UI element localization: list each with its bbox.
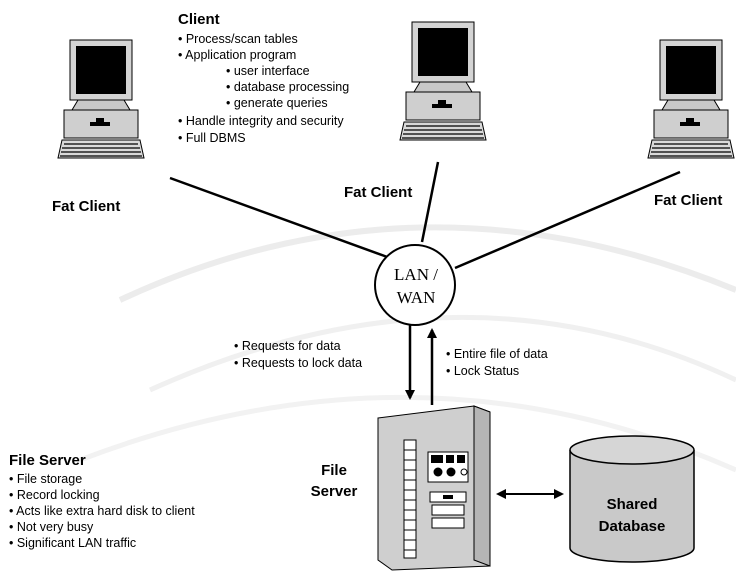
- client-item: • Process/scan tables: [178, 32, 298, 46]
- client-item: • Full DBMS: [178, 131, 246, 145]
- file-server-panel-title: File Server: [9, 452, 86, 469]
- fat-client-right-label: Fat Client: [654, 192, 723, 209]
- file-server-label-line1: File: [321, 462, 347, 479]
- file-server-icon: [377, 405, 491, 571]
- client-subitem: • database processing: [226, 80, 350, 94]
- database-label-line1: Shared: [606, 496, 658, 513]
- request-item: • Requests to lock data: [234, 356, 363, 370]
- client-item: • Handle integrity and security: [178, 114, 344, 128]
- lan-wan-circle: [374, 244, 456, 326]
- response-item: • Lock Status: [446, 364, 520, 378]
- database-cylinder-icon: [569, 435, 695, 563]
- file-server-item: • Record locking: [9, 488, 100, 502]
- request-item: • Requests for data: [234, 339, 341, 353]
- link-right-client: [454, 170, 681, 270]
- file-server-label-line2: Server: [310, 483, 358, 500]
- fat-client-left-computer-icon: [57, 39, 145, 159]
- database-label-line2: Database: [598, 518, 666, 535]
- fat-client-center-computer-icon: [399, 21, 487, 141]
- file-server-item: • File storage: [9, 472, 83, 486]
- client-panel-title: Client: [178, 11, 220, 28]
- client-subitem: • user interface: [226, 64, 310, 78]
- fat-client-right-computer-icon: [647, 39, 735, 159]
- file-server-item: • Acts like extra hard disk to client: [9, 504, 195, 518]
- file-server-item: • Significant LAN traffic: [9, 536, 137, 550]
- network-label-line1: LAN /: [394, 265, 438, 284]
- fat-client-left-label: Fat Client: [52, 198, 121, 215]
- client-subitem: • generate queries: [226, 96, 328, 110]
- response-item: • Entire file of data: [446, 347, 548, 361]
- link-left-client: [169, 176, 391, 260]
- client-item: • Application program: [178, 48, 297, 62]
- network-label-line2: WAN: [396, 288, 436, 307]
- fat-client-center-label: Fat Client: [344, 184, 413, 201]
- file-server-item: • Not very busy: [9, 520, 94, 534]
- bg-arc: [148, 315, 736, 393]
- link-center-client: [420, 161, 440, 243]
